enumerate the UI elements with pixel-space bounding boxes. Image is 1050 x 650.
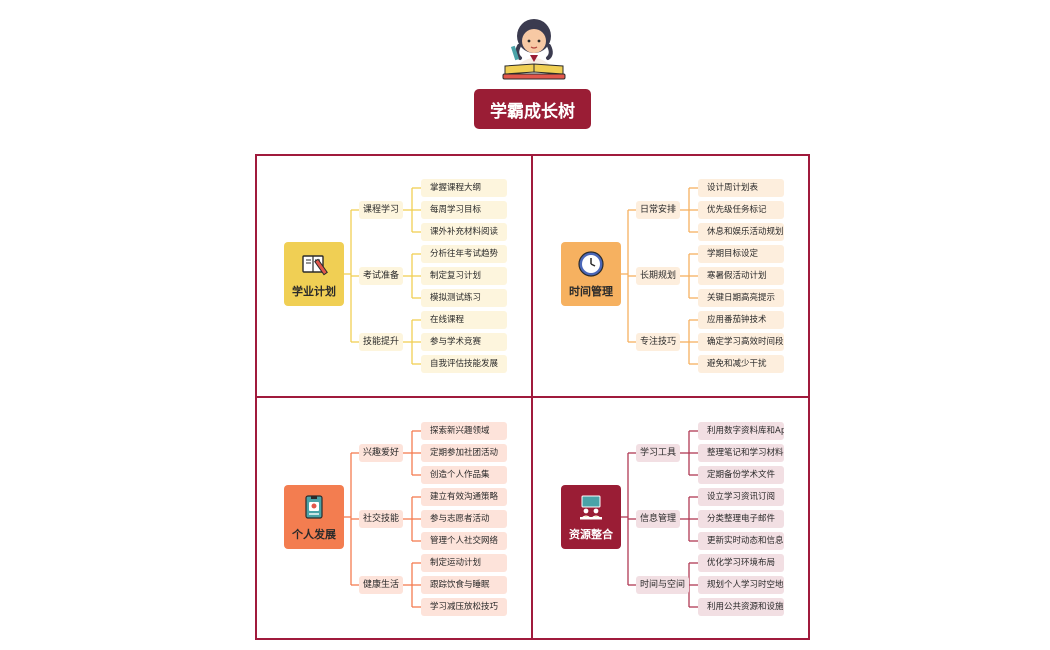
- quadrant-time-management: 时间管理 日常安排设计周计划表优先级任务标记休息和娱乐活动规划长期规划学期目标设定…: [532, 154, 809, 396]
- grid-horizontal-divider: [255, 396, 810, 398]
- presentation-icon: [577, 493, 605, 521]
- branch-node: 健康生活: [359, 576, 404, 594]
- leaf-node: 创造个人作品集: [421, 466, 507, 484]
- leaf-node: 寒暑假活动计划: [698, 267, 784, 285]
- leaf-node: 在线课程: [421, 311, 507, 329]
- book-icon: [300, 250, 328, 278]
- branch-node: 长期规划: [636, 267, 681, 285]
- leaf-node: 设计周计划表: [698, 179, 784, 197]
- leaf-node: 应用番茄钟技术: [698, 311, 784, 329]
- branch-node: 兴趣爱好: [359, 444, 404, 462]
- leaf-node: 优化学习环境布局: [698, 554, 784, 572]
- leaf-node: 探索新兴趣领域: [421, 422, 507, 440]
- quadrant-academic-plan: 学业计划 课程学习掌握课程大纲每周学习目标课外补充材料阅读考试准备分析往年考试趋势…: [255, 154, 532, 396]
- leaf-node: 设立学习资讯订阅: [698, 488, 784, 506]
- leaf-node: 课外补充材料阅读: [421, 223, 507, 241]
- root-label: 个人发展: [292, 528, 336, 541]
- leaf-node: 每周学习目标: [421, 201, 507, 219]
- root-label: 时间管理: [569, 285, 613, 298]
- leaf-node: 定期参加社团活动: [421, 444, 507, 462]
- badge-icon: [300, 493, 328, 521]
- branch-node: 课程学习: [359, 201, 404, 219]
- branch-node: 信息管理: [636, 510, 681, 528]
- leaf-node: 参与学术竞赛: [421, 333, 507, 351]
- branch-node: 时间与空间: [636, 576, 690, 594]
- branch-node: 专注技巧: [636, 333, 681, 351]
- branch-node: 技能提升: [359, 333, 404, 351]
- leaf-node: 整理笔记和学习材料: [698, 444, 784, 462]
- leaf-node: 利用公共资源和设施: [698, 598, 784, 616]
- leaf-node: 掌握课程大纲: [421, 179, 507, 197]
- leaf-node: 自我评估技能发展: [421, 355, 507, 373]
- leaf-node: 管理个人社交网络: [421, 532, 507, 550]
- student-reading-logo: [497, 12, 571, 82]
- leaf-node: 学习减压放松技巧: [421, 598, 507, 616]
- leaf-node: 避免和减少干扰: [698, 355, 784, 373]
- branch-node: 社交技能: [359, 510, 404, 528]
- clock-icon: [577, 250, 605, 278]
- branch-node: 日常安排: [636, 201, 681, 219]
- branch-node: 考试准备: [359, 267, 404, 285]
- leaf-node: 学期目标设定: [698, 245, 784, 263]
- quadrant-personal-development: 个人发展 兴趣爱好探索新兴趣领域定期参加社团活动创造个人作品集社交技能建立有效沟通…: [255, 397, 532, 639]
- quadrant-resource-integration: 资源整合 学习工具利用数字资料库和App 整理笔记和学习材料定期备份学术文件信息管理…: [532, 397, 809, 639]
- root-node: 学业计划: [284, 242, 344, 306]
- connector-lines: [344, 187, 421, 365]
- page-title: 学霸成长树: [474, 89, 591, 129]
- root-node: 个人发展: [284, 485, 344, 549]
- leaf-node: 利用数字资料库和App: [698, 422, 784, 440]
- leaf-node: 建立有效沟通策略: [421, 488, 507, 506]
- leaf-node: 参与志愿者活动: [421, 510, 507, 528]
- leaf-node: 分类整理电子邮件: [698, 510, 784, 528]
- leaf-node: 跟踪饮食与睡眠: [421, 576, 507, 594]
- root-label: 学业计划: [292, 285, 336, 298]
- leaf-node: 规划个人学习时空地图: [698, 576, 784, 594]
- leaf-node: 优先级任务标记: [698, 201, 784, 219]
- leaf-node: 分析往年考试趋势: [421, 245, 507, 263]
- branch-node: 学习工具: [636, 444, 681, 462]
- leaf-node: 关键日期高亮提示: [698, 289, 784, 307]
- root-node: 资源整合: [561, 485, 621, 549]
- leaf-node: 定期备份学术文件: [698, 466, 784, 484]
- leaf-node: 制定运动计划: [421, 554, 507, 572]
- leaf-node: 制定复习计划: [421, 267, 507, 285]
- leaf-node: 模拟测试练习: [421, 289, 507, 307]
- root-node: 时间管理: [561, 242, 621, 306]
- connector-lines: [621, 187, 698, 365]
- leaf-node: 确定学习高效时间段: [698, 333, 784, 351]
- leaf-node: 休息和娱乐活动规划: [698, 223, 784, 241]
- leaf-node: 更新实时动态和信息: [698, 532, 784, 550]
- root-label: 资源整合: [569, 528, 613, 541]
